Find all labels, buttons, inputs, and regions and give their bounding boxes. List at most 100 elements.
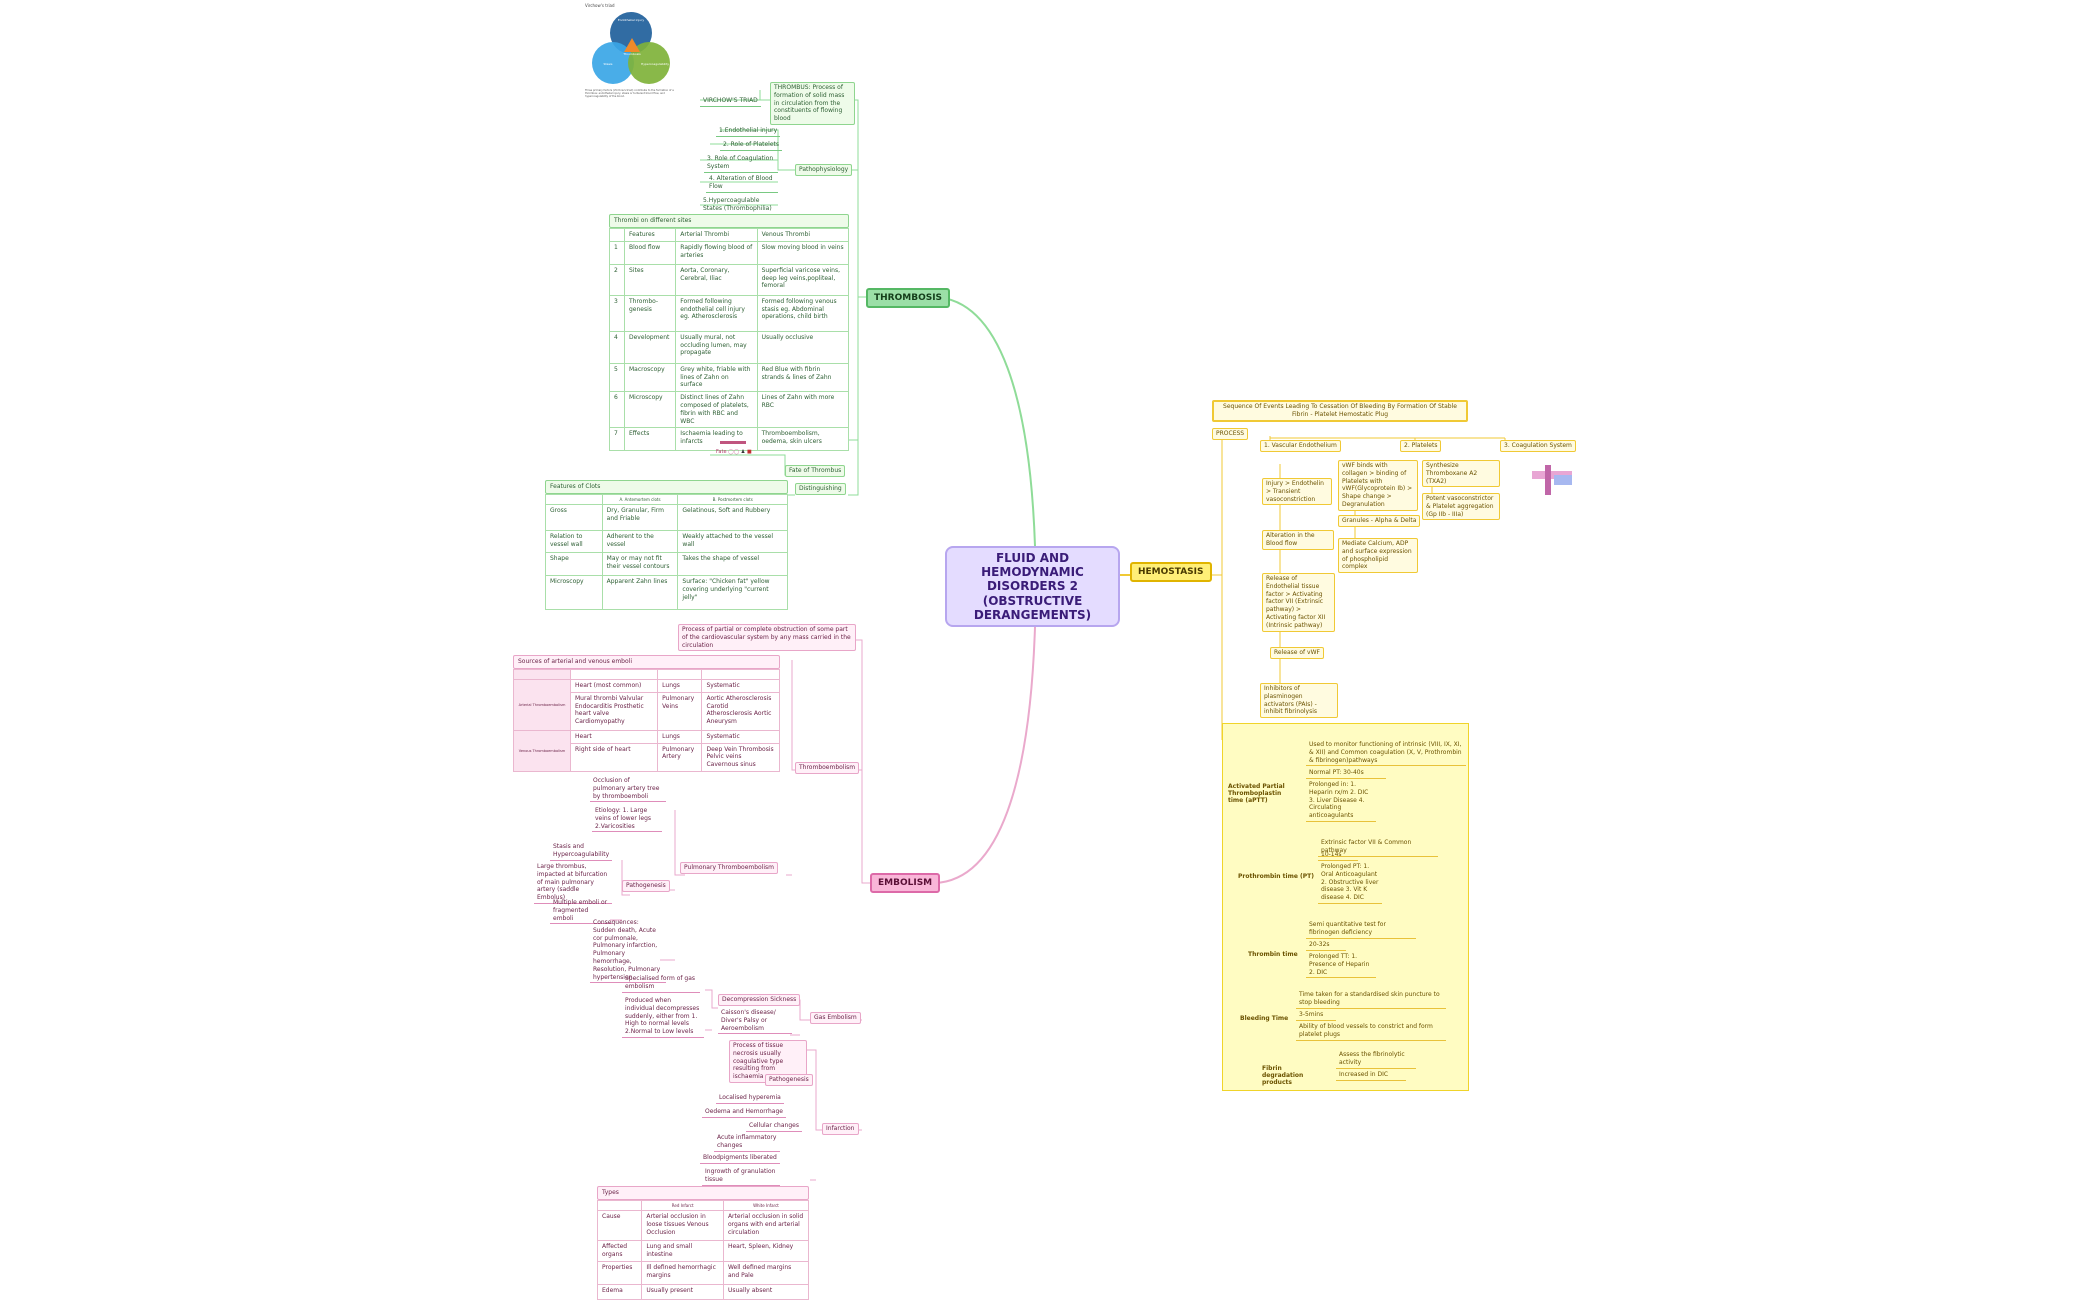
types-header [596,1199,643,1212]
clots-header: A. Antemortem clots [601,493,679,506]
source-cell: Lungs [657,679,703,693]
cascade-trunk-icon [1545,465,1551,495]
table-cell: Usually occlusive [756,330,850,364]
pathogenesis-label[interactable]: Pathogenesis [622,880,670,892]
vascular-endothelium-label[interactable]: 1. Vascular Endothelium [1260,440,1341,452]
clots-header: B. Postmortem clots [677,493,788,506]
source-cell: Pulmonary Artery [657,742,703,772]
thrombosis-topic[interactable]: THROMBOSIS [866,288,951,308]
coagulation-cascade-thumbnail [1530,463,1575,497]
vascular-item[interactable]: Inhibitors of plasminogen activators (PA… [1260,683,1338,719]
hemostasis-definition[interactable]: Sequence Of Events Leading To Cessation … [1212,400,1468,422]
patho-item[interactable]: 1.Endothelial injury [716,126,781,137]
thromboxane-item[interactable]: Potent vasoconstrictor & Platelet aggreg… [1422,493,1500,521]
consequences[interactable]: Consequences: Sudden death, Acute cor pu… [590,918,666,984]
caisson-disease[interactable]: Caisson's disease/ Diver's Palsy or Aero… [718,1008,792,1035]
source-cell: Pulmonary Veins [657,691,703,731]
test-item: Normal PT: 30-40s [1306,768,1386,779]
platelets-label[interactable]: 2. Platelets [1400,440,1442,452]
virchow-label[interactable]: VIRCHOW'S TRIAD [700,96,761,107]
root-topic[interactable]: FLUID AND HEMODYNAMIC DISORDERS 2 (OBSTR… [945,546,1120,627]
cascade-bar-icon [1532,471,1572,479]
thromboembolism-label[interactable]: Thromboembolism [795,762,860,774]
pulmonary-thromboembolism-label[interactable]: Pulmonary Thromboembolism [680,862,779,874]
patho-item[interactable]: 4. Alteration of Blood Flow [706,174,778,193]
table-cell: Takes the shape of vessel [677,552,788,577]
process-label[interactable]: PROCESS [1212,428,1249,440]
patho-item[interactable]: 5.Hypercoagulable States (Thrombophilia) [700,196,778,215]
hemostasis-topic[interactable]: HEMOSTASIS [1130,562,1212,582]
platelets-item[interactable]: Mediate Calcium, ADP and surface express… [1338,538,1418,574]
table-cell: Rapidly flowing blood of arteries [675,240,758,265]
test-name[interactable]: Thrombin time [1248,951,1298,958]
table-cell: Lung and small intestine [641,1240,724,1262]
test-item: Semi quantitative test for fibrinogen de… [1306,920,1416,939]
test-item: Used to monitor functioning of intrinsic… [1306,740,1466,767]
distinguishing-label[interactable]: Distinguishing [795,483,846,495]
table-cell: Edema [596,1283,643,1300]
hemostasis-label: HEMOSTASIS [1138,567,1204,577]
source-cell: Aortic Atherosclerosis Carotid Atheroscl… [701,691,780,731]
table-cell: Formed following venous stasis eg. Abdom… [756,294,850,332]
test-name[interactable]: Activated Partial Thromboplastin time (a… [1228,783,1285,804]
table-cell: Aorta, Coronary, Cerebral, Iliac [675,263,758,296]
vascular-item[interactable]: Alteration in the Blood flow [1262,530,1334,550]
platelets-item[interactable]: Granules - Alpha & Delta [1338,515,1421,527]
table-cell: Sites [623,263,677,296]
table-cell: Microscopy [545,575,603,611]
thromboxane-item[interactable]: Synthesize Thromboxane A2 (TXA2) [1422,460,1500,488]
test-name[interactable]: Prothrombin time (PT) [1238,873,1314,880]
clots-header [545,493,603,506]
source-cell: Systematic [701,679,780,693]
source-cell: Systematic [701,729,780,744]
table-cell: Surface: "Chicken fat" yellow covering u… [677,575,788,611]
table-cell: Arterial occlusion in loose tissues Veno… [641,1210,724,1242]
table-cell: Usually present [641,1283,724,1300]
table-cell: Red Blue with fibrin strands & lines of … [756,362,850,393]
pulmonary-definition[interactable]: Occlusion of pulmonary artery tree by th… [590,776,666,803]
test-name[interactable]: Bleeding Time [1240,1015,1289,1022]
decompression-sickness[interactable]: Decompression Sickness [718,994,801,1006]
table-cell: Cause [596,1210,643,1242]
table-cell: Well defined margins and Pale [722,1260,810,1285]
patho-item[interactable]: 2. Role of Platelets [720,140,783,151]
venn-header: Virchow's triad [585,3,615,8]
test-name[interactable]: Fibrin degradation products [1262,1065,1304,1086]
table-cell: Superficial varicose veins, deep leg vei… [756,263,850,296]
infarction-label[interactable]: Infarction [822,1123,859,1135]
table-cell: Thrombo-genesis [623,294,677,332]
infarction-item: Cellular changes [746,1121,802,1132]
gas-embolism-item: Specialised form of gas embolism [622,974,700,993]
etiology[interactable]: Etiology: 1. Large veins of lower legs 2… [592,806,662,833]
table-cell: Dry, Granular, Firm and Friable [601,504,679,532]
table-cell: May or may not fit their vessel contours [601,552,679,577]
vascular-item[interactable]: Injury > Endothelin > Transient vasocons… [1262,478,1332,506]
embolism-topic[interactable]: EMBOLISM [870,873,941,893]
fate-label[interactable]: Fate of Thrombus [785,465,846,477]
test-item: Time taken for a standardised skin punct… [1296,990,1446,1009]
fate-icons[interactable]: Fate ◯◯ ♟ ■ [716,449,752,455]
thrombi-table-title: Thrombi on different sites [609,214,849,228]
table-cell: Arterial occlusion in solid organs with … [722,1210,810,1242]
vascular-item[interactable]: Release of vWF [1270,647,1324,659]
clot-icon: ■ [747,449,752,455]
test-item: Prolonged in: 1. Heparin rx/m 2. DIC 3. … [1306,780,1376,822]
thrombus-definition[interactable]: THROMBUS: Process of formation of solid … [770,82,855,125]
platelets-item[interactable]: vWF binds with collagen > binding of Pla… [1338,460,1418,511]
embolism-definition[interactable]: Process of partial or complete obstructi… [678,624,856,652]
coagulation-system-label[interactable]: 3. Coagulation System [1500,440,1576,452]
table-cell: Properties [596,1260,643,1285]
test-item: 10-14s [1318,850,1358,861]
infarction-pathogenesis-label[interactable]: Pathogenesis [765,1074,813,1086]
embolism-label: EMBOLISM [878,878,933,888]
pathophysiology-label[interactable]: Pathophysiology [795,164,853,176]
test-item: Extrinsic factor VII & Common pathway [1318,838,1438,857]
vascular-item[interactable]: Release of Endothelial tissue factor > A… [1262,573,1335,632]
table-cell: Gelatinous, Soft and Rubbery [677,504,788,532]
patho-item[interactable]: 3. Role of Coagulation System [704,154,778,173]
table-cell: Lines of Zahn with more RBC [756,391,850,429]
gas-embolism-label[interactable]: Gas Embolism [810,1012,861,1024]
test-item: 3-5mins [1296,1010,1336,1021]
